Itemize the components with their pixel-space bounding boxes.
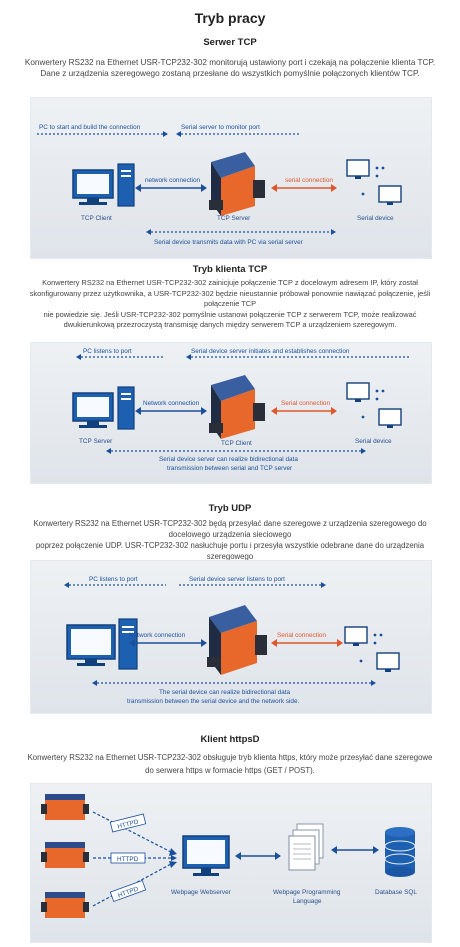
text-line: skonfigurowany przez użytkownika, a USR-…: [29, 288, 431, 298]
text-line: Konwertery RS232 na Ethernet USR-TCP232-…: [24, 58, 436, 67]
diagram-udp: PC listens to port Serial device server …: [30, 560, 432, 714]
pc-icon: [66, 618, 138, 670]
label-right-link: Serial connection: [277, 632, 326, 639]
text-line: poprzez połączenie UDP. USR-TCP232-302 n…: [35, 541, 425, 550]
page-title: Tryb pracy: [194, 10, 266, 26]
httpd-tag: HTTPD: [110, 852, 146, 864]
converter-device-icon: [41, 842, 89, 868]
label-left-link: Network connection: [143, 400, 200, 407]
converter-device-icon: [209, 375, 265, 439]
pc-icon: [72, 386, 135, 430]
diagram-httpsd: HTTPD HTTPD HTTPD Webpage Webserver: [30, 783, 432, 943]
converter-device-icon: [41, 794, 89, 820]
label-center-device: TCP Client: [221, 440, 252, 447]
converter-device-icon: [41, 892, 89, 918]
label-right-link: Serial connection: [281, 400, 330, 407]
text-line: Konwertery RS232 na Ethernet USR-TCP232-…: [27, 753, 433, 762]
section-tcp-server-text: Konwertery RS232 na Ethernet USR-TCP232-…: [0, 57, 460, 79]
serial-device-icon: [344, 626, 400, 672]
text-line: szeregowego: [206, 552, 254, 561]
label-right-device: Serial device: [355, 438, 392, 445]
label-top-right: Serial server to monitor port: [181, 124, 260, 131]
diagram-tcp-client: PC listens to port Serial device server …: [30, 342, 432, 484]
section-tcp-client-text: Konwertery RS232 na Ethernet USR-TCP232-…: [0, 278, 460, 331]
httpd-tag: HTTPD: [109, 879, 147, 903]
label-top-right: Serial device server listens to port: [189, 576, 285, 583]
label-top-left: PC to start and build the connection: [39, 124, 141, 131]
section-udp-text: Konwertery RS232 na Ethernet USR-TCP232-…: [0, 518, 460, 562]
monitor-icon: [182, 835, 230, 876]
label-bottom-1: The serial device can realize bidirectio…: [159, 689, 291, 696]
svg-text:HTTPD: HTTPD: [117, 856, 139, 863]
section-httpsd-text: Konwertery RS232 na Ethernet USR-TCP232-…: [0, 751, 460, 777]
section-tcp-client-heading: Tryb klienta TCP: [192, 264, 268, 275]
serial-device-icon: [346, 159, 402, 205]
label-center-device: TCP Server: [217, 215, 251, 222]
section-httpsd-heading: Klient httpsD: [200, 734, 260, 745]
text-line: docelowego urządzenia sieciowego: [168, 530, 292, 539]
label-bottom-2: transmission between serial and TCP serv…: [167, 465, 293, 472]
diagram-tcp-server: PC to start and build the connection Ser…: [30, 97, 432, 259]
text-line: nie powiedzie się. Jeśli USR-TCP232-302 …: [43, 309, 417, 319]
text-line: dwukierunkową przezroczystą transmisję d…: [63, 320, 397, 329]
label-lang-1: Webpage Programming: [273, 889, 341, 896]
label-lang-2: Language: [293, 898, 322, 905]
pc-icon: [72, 163, 135, 207]
label-left-link: Network connection: [129, 632, 186, 639]
label-bottom-2: transmission between the serial device a…: [127, 698, 300, 705]
text-line: Dane z urządzenia szeregowego zostaną pr…: [40, 69, 420, 78]
text-line: połączenie TCP: [203, 299, 257, 308]
label-top-left: PC listens to port: [89, 576, 138, 583]
label-bottom: Serial device transmits data with PC via…: [154, 239, 304, 246]
section-tcp-server-heading: Serwer TCP: [203, 37, 257, 48]
label-left-device: TCP Client: [81, 215, 112, 222]
label-webserver: Webpage Webserver: [171, 889, 232, 896]
text-line: do serwera https w formacie https (GET /…: [145, 766, 315, 775]
label-bottom-1: Serial device server can realize bidirec…: [159, 456, 298, 463]
label-top-left: PC listens to port: [83, 348, 132, 355]
label-left-link: network connection: [145, 177, 201, 184]
text-line: Konwertery RS232 na Ethernet USR-TCP232-…: [42, 278, 418, 287]
httpd-tag: HTTPD: [109, 813, 147, 833]
converter-device-icon: [209, 152, 265, 216]
label-right-device: Serial device: [357, 215, 394, 222]
label-db: Database SQL: [375, 889, 417, 896]
label-left-device: TCP Server: [79, 438, 113, 445]
section-udp-heading: Tryb UDP: [208, 503, 252, 514]
label-top-right: Serial device server initiates and estab…: [191, 348, 350, 355]
database-icon: [384, 827, 416, 877]
serial-device-icon: [346, 382, 402, 428]
document-icon: [288, 823, 324, 871]
text-line: Konwertery RS232 na Ethernet USR-TCP232-…: [33, 519, 427, 528]
converter-device-icon: [207, 605, 267, 675]
label-right-link: serial connection: [285, 177, 333, 184]
